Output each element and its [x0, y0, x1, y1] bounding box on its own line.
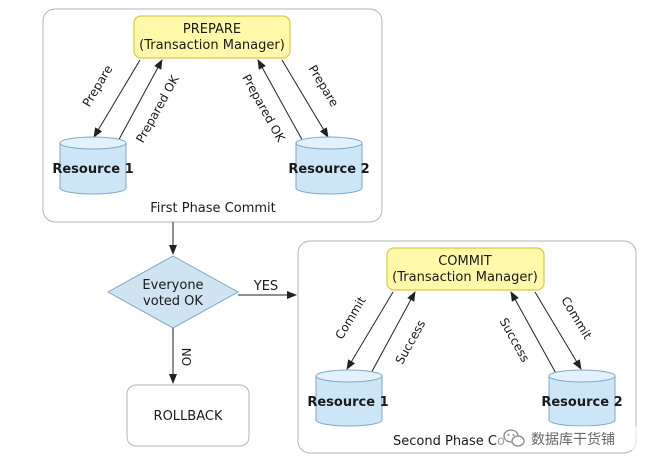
prepare-coordinator-title: PREPARE — [183, 22, 241, 37]
p1-arrow-prepared-ok-left — [115, 59, 163, 146]
p2-arrow-success-right — [510, 291, 559, 378]
prepare-coordinator-subtitle: (Transaction Manager) — [139, 38, 285, 53]
decision-diamond: Everyone voted OK — [106, 255, 240, 329]
p1-resource-2-label: Resource 2 — [288, 162, 369, 177]
rollback-label: ROLLBACK — [154, 409, 223, 424]
no-label: NO — [179, 348, 193, 366]
rollback-box: ROLLBACK — [126, 384, 250, 447]
watermark-text: 数据库干货铺 — [531, 431, 615, 448]
p1-resource-2-cylinder: Resource 2 — [288, 136, 370, 195]
p1-arrow-prepare-left — [93, 59, 141, 138]
p2-resource-2-label: Resource 2 — [541, 395, 622, 410]
watermark: 数据库干货铺 — [497, 426, 637, 450]
commit-coordinator-title: COMMIT — [438, 254, 492, 269]
p2-arrow-commit-right — [534, 291, 582, 370]
p2-resource-1-cylinder: Resource 1 — [307, 369, 389, 427]
prepare-coordinator-box: PREPARE (Transaction Manager) — [133, 15, 291, 59]
decision-line-1: Everyone — [142, 278, 203, 293]
p1-arrow-prepare-right — [281, 59, 329, 138]
yes-label: YES — [253, 279, 278, 294]
p2-resource-2-cylinder: Resource 2 — [541, 369, 623, 427]
p2-arrow-success-left — [368, 291, 416, 378]
first-phase-caption: First Phase Commit — [150, 201, 276, 216]
p2-resource-1-label: Resource 1 — [307, 395, 388, 410]
p2-arrow-commit-left — [346, 291, 394, 370]
second-phase-caption: Second Phase Co — [393, 434, 505, 449]
wechat-icon — [503, 429, 525, 447]
commit-coordinator-subtitle: (Transaction Manager) — [392, 270, 538, 285]
decision-line-2: voted OK — [143, 294, 203, 309]
commit-coordinator-box: COMMIT (Transaction Manager) — [386, 247, 545, 291]
p1-resource-1-label: Resource 1 — [52, 162, 133, 177]
p1-arrow-prepared-ok-right — [257, 59, 306, 146]
p1-resource-1-cylinder: Resource 1 — [52, 136, 134, 195]
